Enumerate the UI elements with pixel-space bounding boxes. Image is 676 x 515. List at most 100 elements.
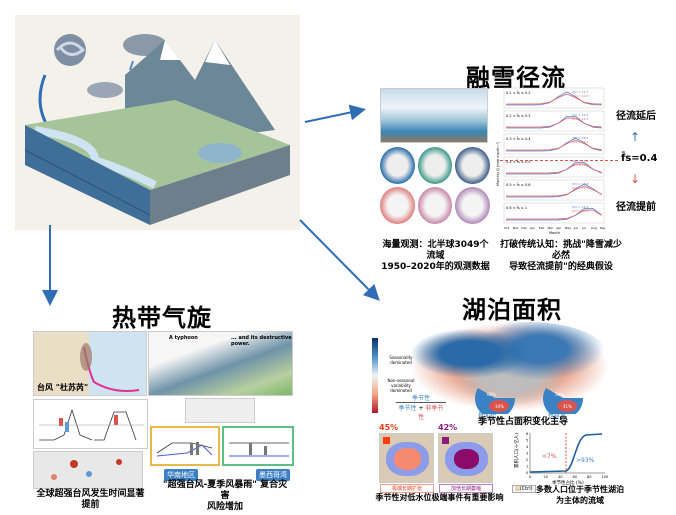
qci-low-label: QCI = 14.3 bbox=[572, 186, 589, 190]
runoff-panel-frame bbox=[503, 202, 605, 224]
panel-range-label: 0.3 < f̄s ≤ 0.4 bbox=[506, 136, 531, 141]
runoff-panel-frame bbox=[503, 87, 605, 109]
y-tick-label: 3 bbox=[526, 452, 528, 456]
x-tick-label: 20 bbox=[544, 475, 548, 479]
pct-expansion: 45% bbox=[379, 423, 399, 432]
lake-caption-right: 多数人口位于季节性湖泊为主体的流域 bbox=[536, 485, 624, 505]
arrow-to-lake bbox=[299, 219, 380, 301]
qci-low-label: QCI = 12.3 bbox=[572, 117, 589, 121]
y-tick-label: 2 bbox=[526, 458, 528, 462]
x-axis-label: 季节性占比 (%) bbox=[552, 479, 584, 486]
qci-low-label: QCI = 10.5 bbox=[572, 94, 589, 98]
runoff-panel-frame bbox=[503, 133, 605, 155]
low-fs-series-line bbox=[506, 117, 602, 128]
snowmelt-caption-right: 打破传统认知：挑战"降雪减少必然导致径流提前"的经典假设 bbox=[500, 240, 622, 272]
x-tick-label: 100 bbox=[602, 475, 609, 479]
svg-text:34%: 34% bbox=[495, 404, 504, 409]
arrow-to-snowmelt bbox=[304, 104, 366, 123]
paste-options-icon[interactable]: ▤(Ctrl) bbox=[512, 485, 536, 493]
runoff-panel-frame bbox=[503, 110, 605, 132]
expansion-label: 极端长期扩张 bbox=[380, 484, 434, 493]
month-tick-label: May bbox=[565, 226, 571, 230]
high-share-label: >93% bbox=[576, 457, 595, 464]
gulf-mexico-chart bbox=[222, 426, 294, 466]
month-tick-label: Dec bbox=[521, 226, 527, 230]
qci-low-label: QCI = 13.4 bbox=[572, 140, 589, 144]
lake-world-map bbox=[410, 322, 610, 412]
lake-map-caption: 季节性占面积变化主导 bbox=[478, 417, 569, 427]
month-tick-label: Jun bbox=[573, 226, 579, 230]
typhoon-caption-left: 全球超强台风发生时间显著提前 bbox=[36, 489, 145, 510]
seasonality-dominated-label: Seasonality dominated bbox=[389, 355, 413, 365]
threshold-label: f̄s=0.4 bbox=[621, 153, 658, 164]
panel-range-label: 0.5 < f̄s ≤ 0.6 bbox=[506, 182, 531, 187]
low-fs-series-line bbox=[506, 209, 602, 220]
pie-by-count-label: 按数量 bbox=[548, 412, 567, 419]
y-tick-label: 5 bbox=[526, 439, 528, 443]
qci-high-label: QCI = 17.6 bbox=[572, 182, 589, 186]
seasonality-colorbar bbox=[372, 338, 378, 413]
runoff-panel-frame bbox=[503, 179, 605, 201]
cyclone-icon bbox=[54, 34, 86, 66]
arrow-down-icon: ↓ bbox=[630, 172, 641, 186]
lake-expansion-illustration bbox=[379, 433, 434, 483]
svg-text:41%: 41% bbox=[563, 404, 572, 409]
label-runoff-later: 径流延后 bbox=[616, 111, 656, 122]
qci-high-label: QCI = 18.3 bbox=[572, 205, 589, 209]
typhoon-timing-charts bbox=[33, 399, 148, 449]
landscape-illustration bbox=[15, 15, 300, 230]
qci-low-label: QCI = 14.0 bbox=[572, 163, 589, 167]
x-tick-label: 60 bbox=[573, 475, 577, 479]
typhoon-map-label: 台风 "杜苏芮" bbox=[37, 383, 89, 392]
cumulative-population-curve bbox=[529, 433, 603, 473]
svg-text:59%: 59% bbox=[555, 392, 564, 397]
lake-title: 湖泊面积 bbox=[462, 296, 562, 324]
panel-range-label: 0.4 < f̄s ≤ 0.5 bbox=[506, 159, 531, 164]
label-runoff-earlier: 径流提前 bbox=[616, 202, 656, 213]
month-tick-label: Jul bbox=[581, 226, 586, 230]
low-share-label: <7% bbox=[542, 453, 557, 460]
pie-by-area-label: 按面积 bbox=[478, 412, 497, 419]
arrow-up-icon: ↑ bbox=[630, 130, 641, 144]
panel-range-label: 0.2 < f̄s ≤ 0.3 bbox=[506, 113, 531, 118]
month-tick-label: Feb bbox=[539, 226, 544, 230]
pie-by-count: 59% 41% bbox=[543, 388, 583, 414]
qci-high-label: QCI = 12.7 bbox=[572, 90, 589, 94]
x-tick-label: 0 bbox=[529, 475, 531, 479]
qci-low-label: QCI = 14.9 bbox=[572, 209, 589, 213]
low-fs-series-line bbox=[506, 163, 602, 174]
low-fs-series-line bbox=[506, 185, 602, 197]
panel-range-label: 0.6 < f̄s ≤ 1 bbox=[506, 205, 527, 210]
typhoon-diagram: A typhoon ... and its destructive power. bbox=[148, 331, 293, 396]
high-fs-series-line bbox=[506, 207, 602, 221]
x-tick-label: 80 bbox=[587, 475, 591, 479]
low-fs-series-line bbox=[506, 93, 602, 105]
typhoon-world-map bbox=[33, 451, 143, 489]
high-fs-series-line bbox=[506, 161, 602, 175]
shrinkage-label: 加倍长期萎缩 bbox=[439, 484, 493, 493]
nonseasonal-dominated-label: Non-seasonal variability dominated bbox=[387, 378, 415, 393]
seasonality-ratio: 季节性 季节性 + 非季节性 bbox=[396, 393, 446, 421]
qci-high-label: QCI = 16.2 bbox=[572, 113, 589, 117]
high-fs-series-line bbox=[506, 183, 602, 198]
diagram-title-right: ... and its destructive power. bbox=[231, 335, 292, 347]
y-tick-label: 0 bbox=[526, 471, 528, 475]
month-tick-label: Sep bbox=[600, 226, 606, 230]
month-tick-label: Mar bbox=[548, 226, 554, 230]
month-tick-label: Nov bbox=[513, 226, 519, 230]
pct-shrinkage: 42% bbox=[438, 423, 458, 432]
glacier-photo bbox=[380, 88, 488, 143]
month-tick-label: Aug bbox=[591, 226, 597, 230]
month-tick-label: Oct bbox=[504, 226, 510, 230]
typhoon-title: 热带气旋 bbox=[112, 304, 212, 332]
month-tick-label: Jan bbox=[529, 226, 535, 230]
regional-map-inset bbox=[185, 398, 255, 423]
snowmelt-title: 融雪径流 bbox=[466, 64, 566, 92]
low-fs-series-line bbox=[506, 139, 602, 151]
threshold-dashed-line bbox=[500, 160, 618, 161]
svg-text:66%: 66% bbox=[487, 392, 496, 397]
typhoon-track-map: 台风 "杜苏芮" bbox=[33, 331, 147, 396]
